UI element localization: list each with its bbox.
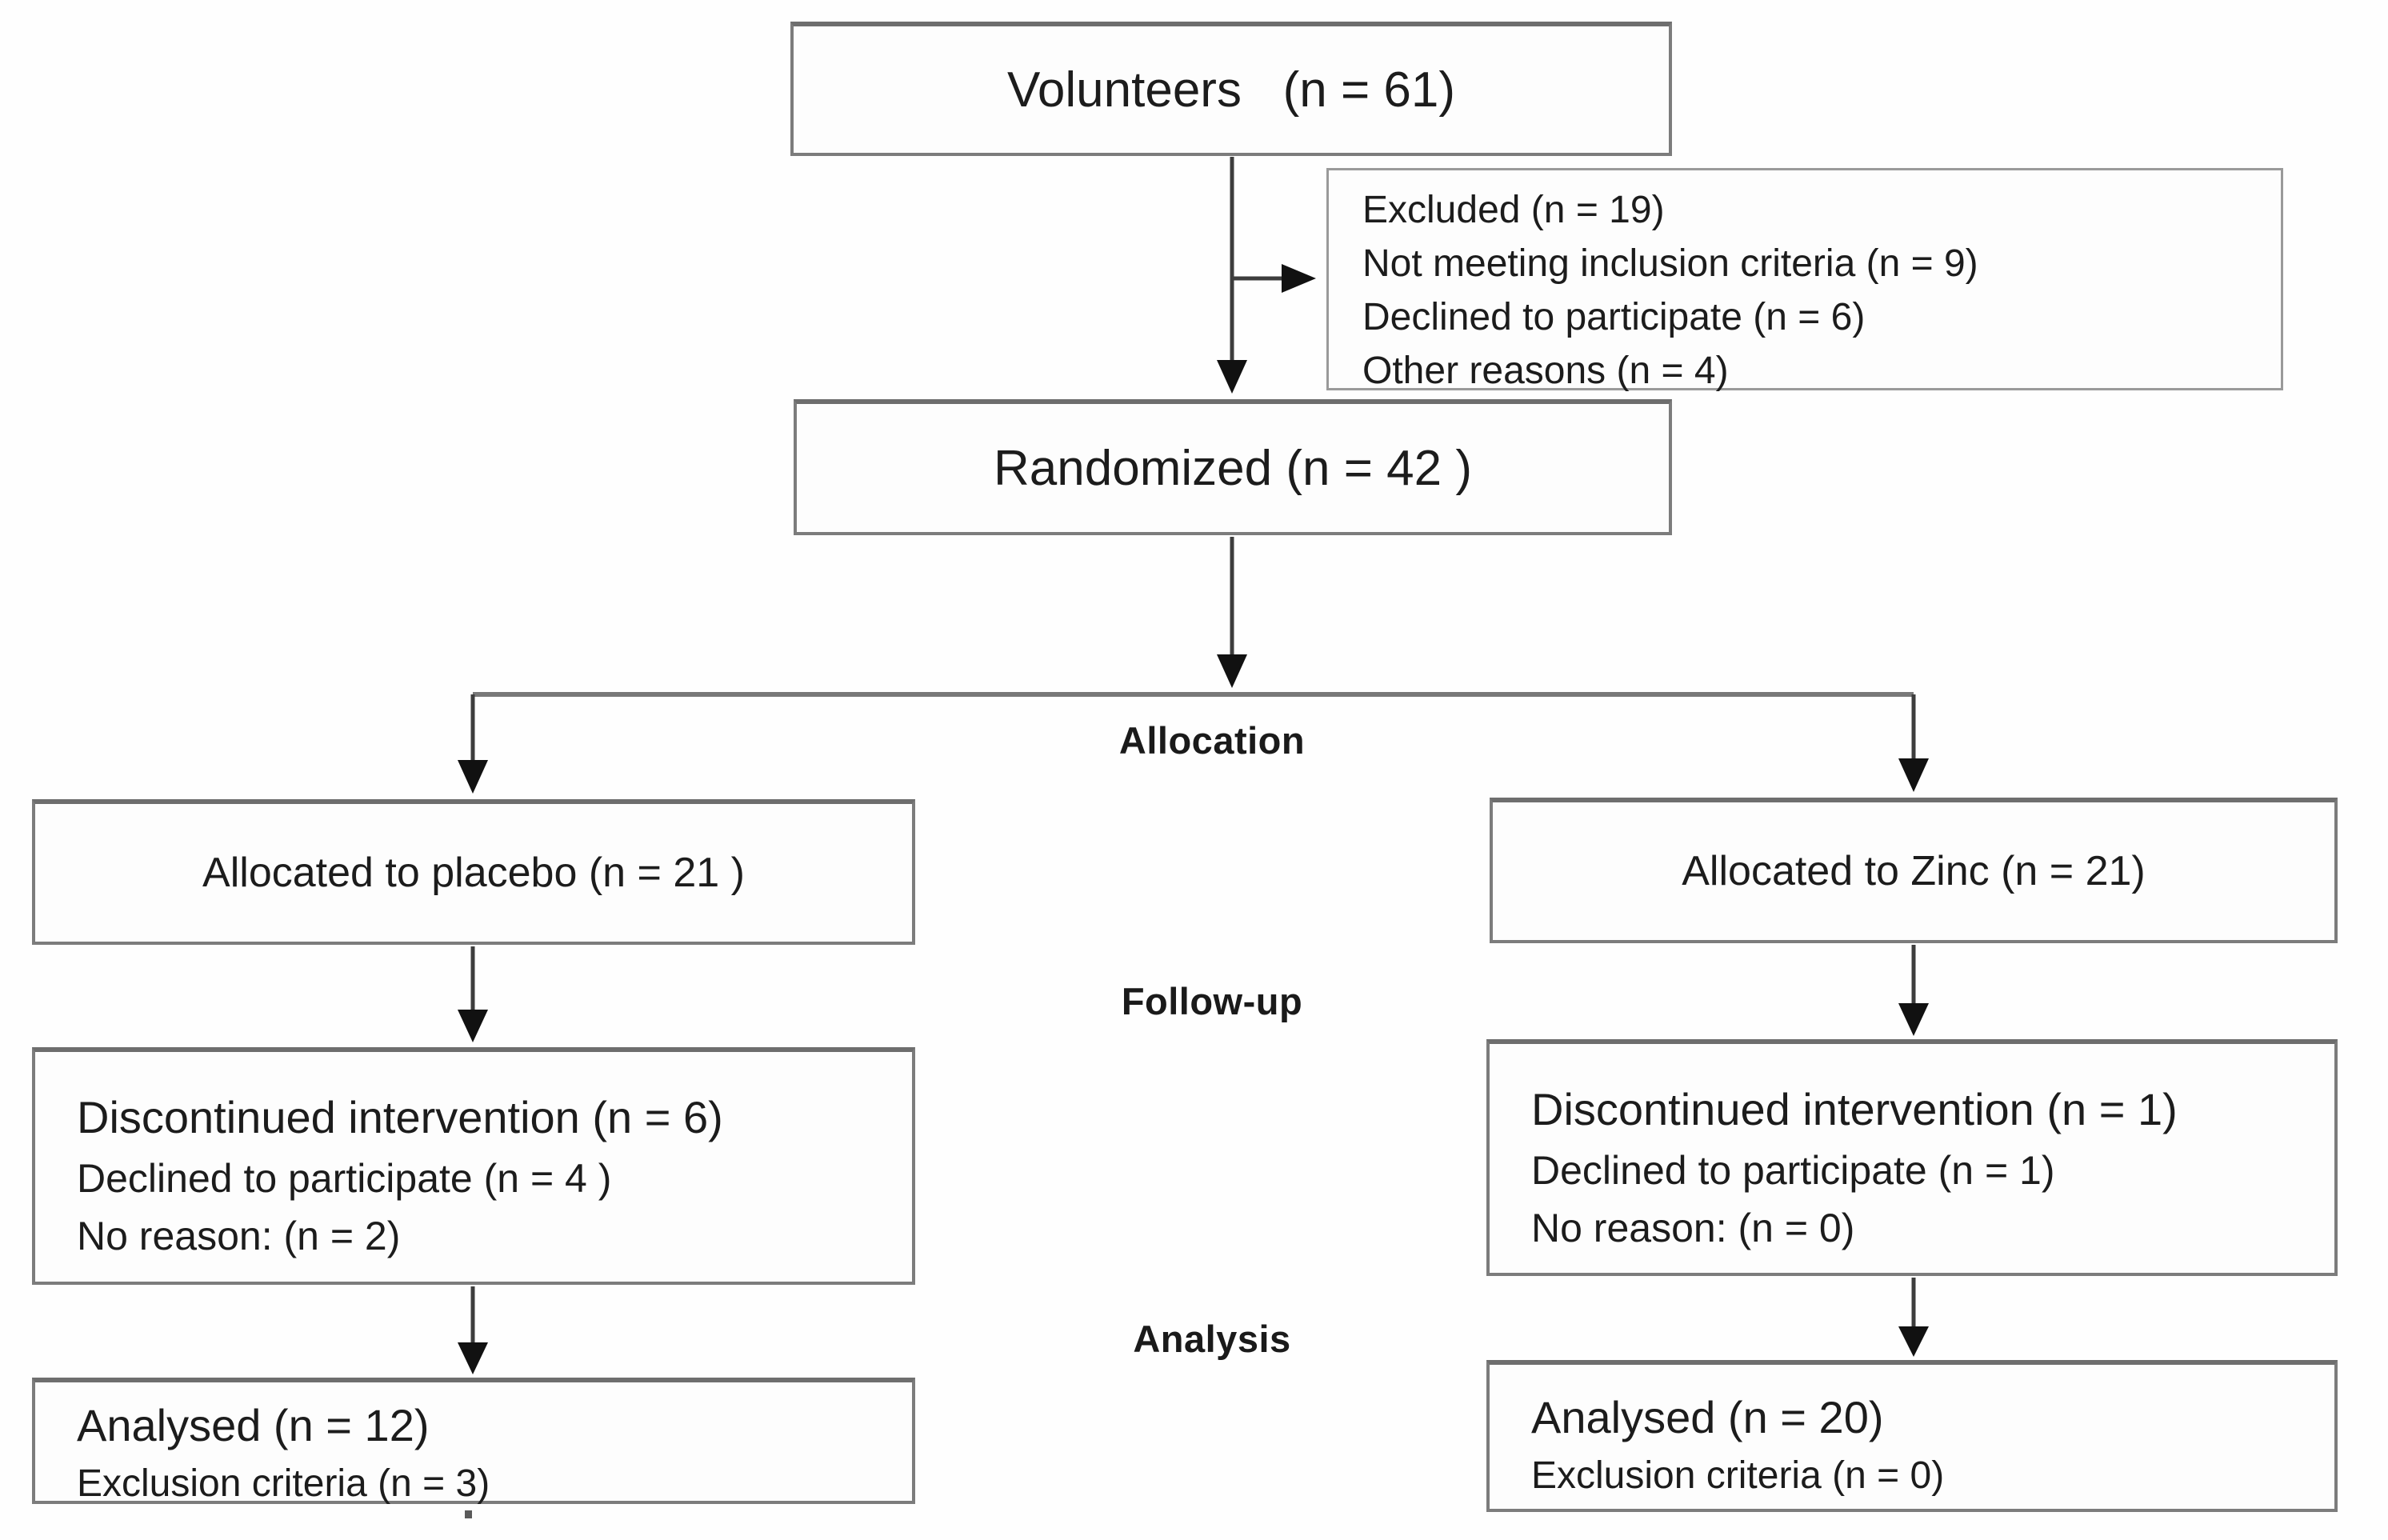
followup-zinc-line: Declined to participate (n = 1) [1531,1148,2055,1193]
arrowhead-into-randomized [1217,360,1247,394]
analysis-placebo-title: Analysed (n = 12) [77,1400,430,1450]
excluded-line: Declined to participate (n = 6) [1362,296,1866,338]
excluded-line: Excluded (n = 19) [1362,189,1665,231]
analysis-zinc-title: Analysed (n = 20) [1531,1392,1884,1442]
arrowhead-above-split [1217,654,1247,688]
box-analysis-zinc: Analysed (n = 20) Exclusion criteria (n … [1486,1360,2338,1512]
followup-zinc-line: No reason: (n = 0) [1531,1206,1855,1250]
followup-placebo-title: Discontinued intervention (n = 6) [77,1092,723,1142]
box-allocated-placebo: Allocated to placebo (n = 21 ) [32,799,915,945]
box-randomized: Randomized (n = 42 ) [794,399,1672,535]
box-followup-placebo: Discontinued intervention (n = 6) Declin… [32,1047,915,1285]
box-volunteers: Volunteers (n = 61) [790,22,1672,156]
arrowhead-into-excluded [1282,264,1316,293]
randomized-label: Randomized (n = 42 ) [994,440,1472,496]
arrowhead-into-zinc-followup [1898,1003,1929,1036]
volunteers-label: Volunteers (n = 61) [1006,62,1456,118]
box-followup-zinc: Discontinued intervention (n = 1) Declin… [1486,1039,2338,1276]
stage-label-followup: Follow-up [1121,980,1303,1022]
excluded-line: Not meeting inclusion criteria (n = 9) [1362,242,1978,285]
analysis-zinc-line: Exclusion criteria (n = 0) [1531,1454,1945,1497]
arrowhead-into-placebo-followup [458,1010,488,1042]
stage-label-allocation: Allocation [1118,719,1306,762]
arrowhead-into-placebo-allocation [458,760,488,794]
arrowhead-into-zinc-allocation [1898,758,1929,792]
box-analysis-placebo: Analysed (n = 12) Exclusion criteria (n … [32,1378,915,1505]
box-allocated-zinc: Allocated to Zinc (n = 21) [1490,798,2338,943]
excluded-line: Other reasons (n = 4) [1362,350,1729,392]
arrowhead-into-placebo-analysis [458,1342,488,1374]
arrowhead-into-zinc-analysis [1898,1326,1929,1357]
allocated-placebo-label: Allocated to placebo (n = 21 ) [202,850,745,896]
followup-placebo-line: Declined to participate (n = 4 ) [77,1156,612,1201]
followup-zinc-title: Discontinued intervention (n = 1) [1531,1084,2178,1134]
analysis-placebo-line: Exclusion criteria (n = 3) [77,1462,490,1505]
stage-label-analysis: Analysis [1133,1318,1291,1360]
followup-placebo-line: No reason: (n = 2) [77,1214,401,1258]
artifact-dot [465,1510,472,1518]
allocated-zinc-label: Allocated to Zinc (n = 21) [1682,848,2146,894]
box-excluded: Excluded (n = 19) Not meeting inclusion … [1326,168,2283,392]
